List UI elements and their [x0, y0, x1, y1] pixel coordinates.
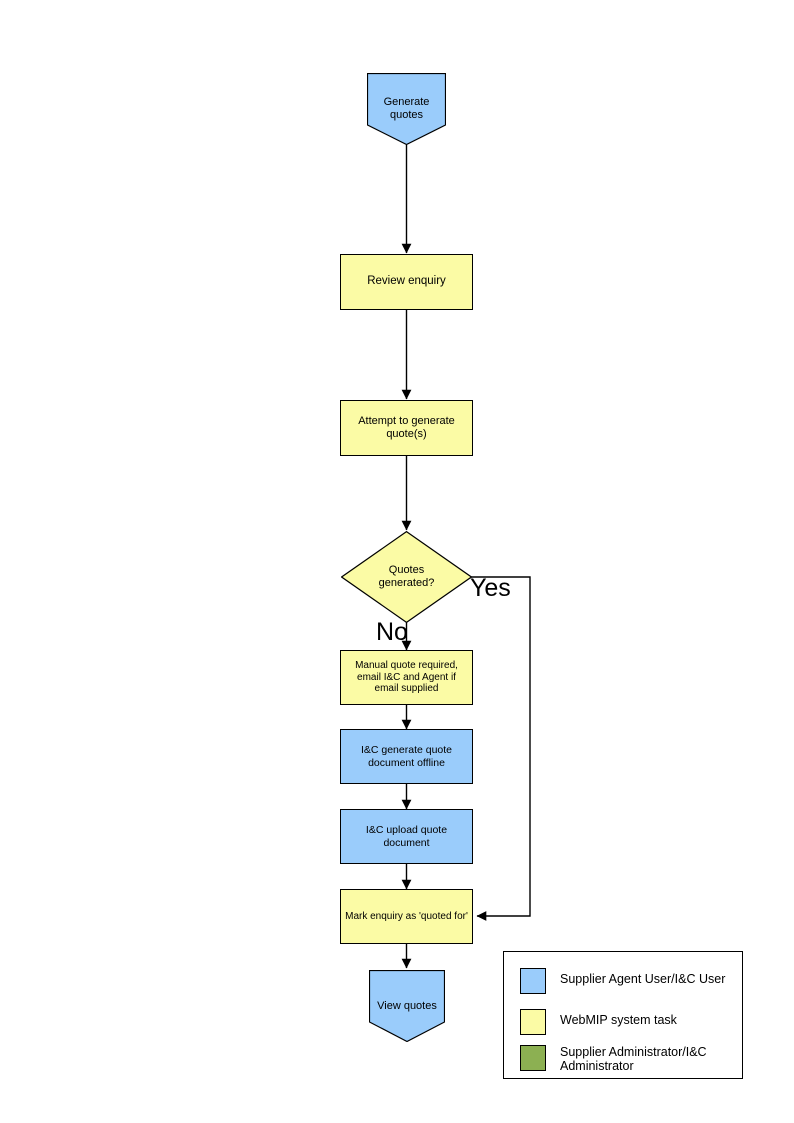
node-label: I&C generate quote document offline [360, 744, 453, 769]
branch-label-yes: Yes [470, 574, 511, 602]
node-mark-enquiry-quoted-for[interactable]: Mark enquiry as 'quoted for' [340, 889, 473, 944]
legend-item-webmip-system-task: WebMIP system task [520, 1009, 677, 1035]
diamond-shape [341, 531, 472, 623]
node-label: Manual quote required, email I&C and Age… [355, 659, 458, 695]
legend-item-supplier-agent-user: Supplier Agent User/I&C User [520, 968, 725, 994]
connector-yes-to-mark [471, 576, 531, 921]
branch-label-no: No [376, 618, 408, 646]
legend-swatch-administrator-task [520, 1045, 546, 1071]
node-label: Quotes generated? [378, 564, 435, 589]
node-view-quotes[interactable]: View quotes [369, 970, 445, 1042]
node-manual-quote-required[interactable]: Manual quote required, email I&C and Age… [340, 650, 473, 705]
node-label: Generate quotes [383, 96, 430, 121]
node-label: Mark enquiry as 'quoted for' [345, 910, 468, 922]
legend-swatch-user-task [520, 968, 546, 994]
pentagon-shape [369, 970, 445, 1042]
legend-label: Supplier Administrator/I&C Administrator [560, 1045, 707, 1074]
node-generate-quotes[interactable]: Generate quotes [367, 73, 446, 145]
node-review-enquiry[interactable]: Review enquiry [340, 254, 473, 310]
node-label: Review enquiry [367, 275, 446, 288]
legend-label: WebMIP system task [560, 1013, 677, 1027]
node-ic-generate-quote-document[interactable]: I&C generate quote document offline [340, 729, 473, 784]
node-ic-upload-quote-document[interactable]: I&C upload quote document [340, 809, 473, 864]
legend-label: Supplier Agent User/I&C User [560, 972, 726, 986]
node-quotes-generated-decision[interactable]: Quotes generated? [341, 531, 472, 623]
legend-swatch-system-task [520, 1009, 546, 1035]
node-attempt-generate-quotes[interactable]: Attempt to generate quote(s) [340, 400, 473, 456]
node-label: I&C upload quote document [365, 824, 448, 849]
node-label: View quotes [377, 999, 437, 1012]
node-label: Attempt to generate quote(s) [358, 415, 455, 440]
pentagon-shape [367, 73, 446, 145]
legend: Supplier Agent User/I&C User WebMIP syst… [503, 951, 743, 1079]
legend-item-supplier-administrator: Supplier Administrator/I&C Administrator [520, 1045, 707, 1074]
